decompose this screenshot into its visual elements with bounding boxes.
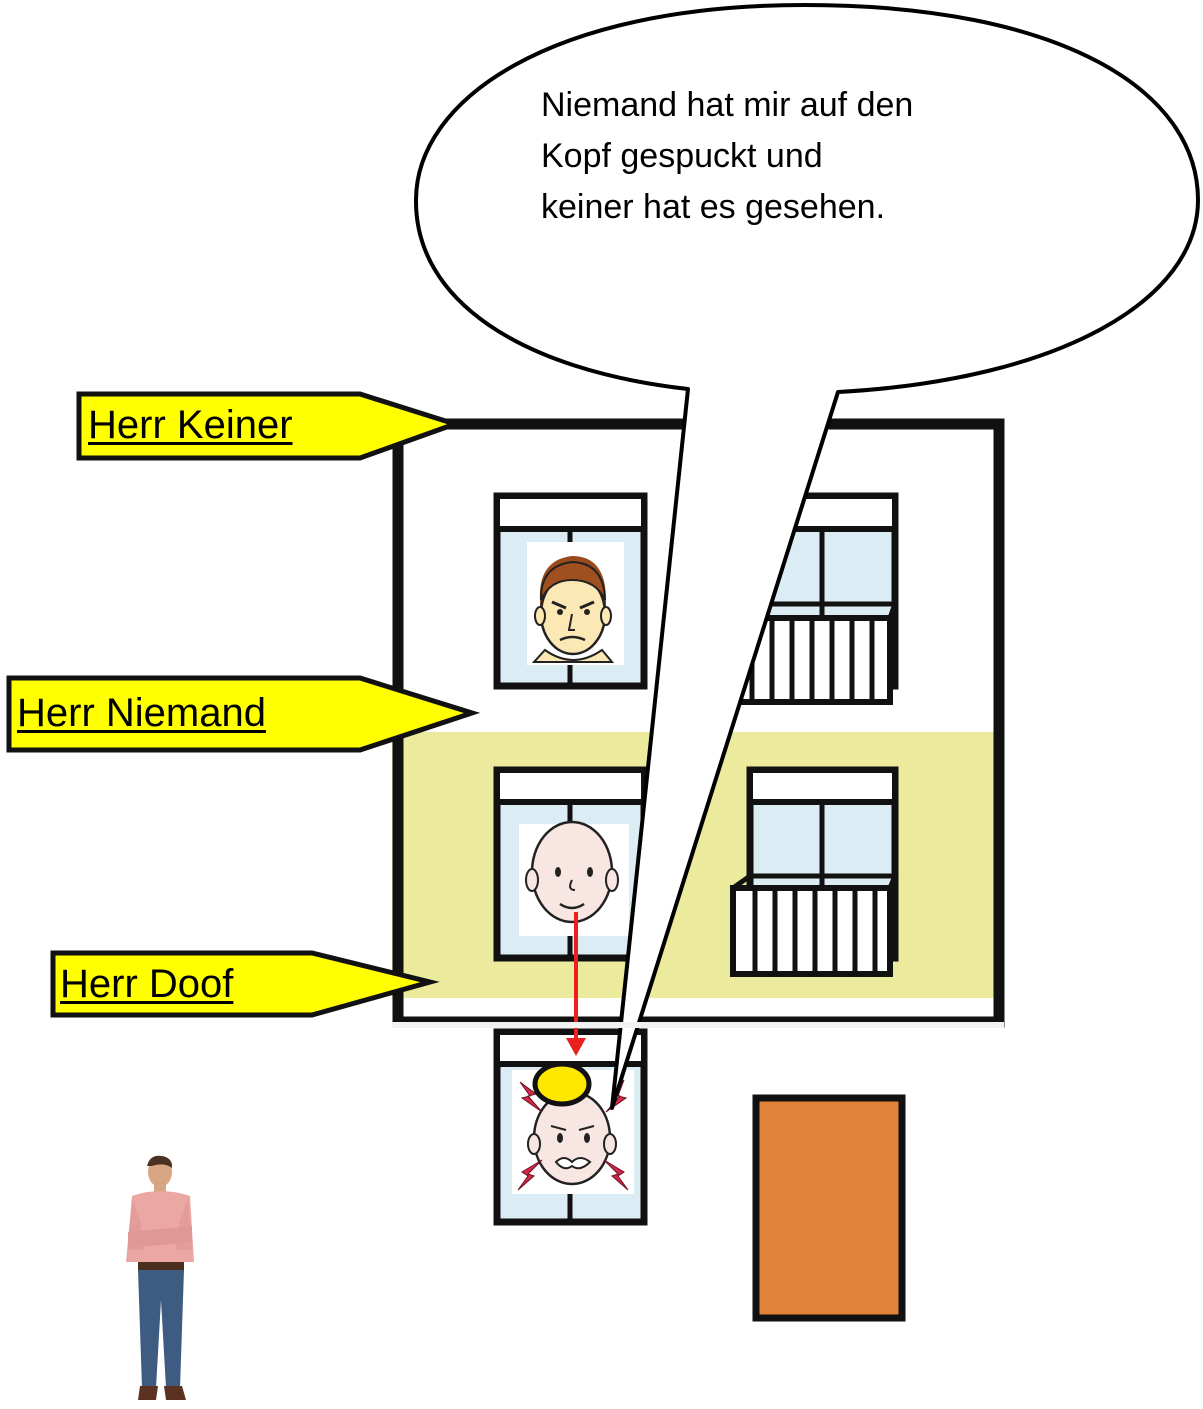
label-herr-keiner: Herr Keiner (88, 403, 293, 447)
balcony-middle-right (730, 766, 899, 977)
standing-man-photo (126, 1155, 194, 1400)
label-tag-keiner (76, 391, 463, 461)
ground-shadow (392, 1022, 1004, 1028)
speech-bubble (413, 3, 1200, 1110)
spit-arrow (566, 912, 586, 1056)
speech-line-3: keiner hat es gesehen. (541, 188, 886, 226)
speech-line-1: Niemand hat mir auf den (541, 86, 914, 124)
label-herr-niemand: Herr Niemand (17, 691, 266, 735)
label-tag-doof (50, 950, 440, 1018)
front-door (752, 1094, 906, 1322)
angry-face-icon (527, 542, 624, 665)
spit-drop-icon (532, 1061, 592, 1107)
smiling-bald-face-icon (519, 820, 629, 936)
label-herr-doof: Herr Doof (60, 962, 234, 1006)
speech-line-2: Kopf gespuckt und (541, 137, 823, 175)
label-tag-niemand (6, 675, 481, 753)
speech-bubble-text: Niemand hat mir auf den Kopf gespuckt un… (541, 80, 1011, 233)
